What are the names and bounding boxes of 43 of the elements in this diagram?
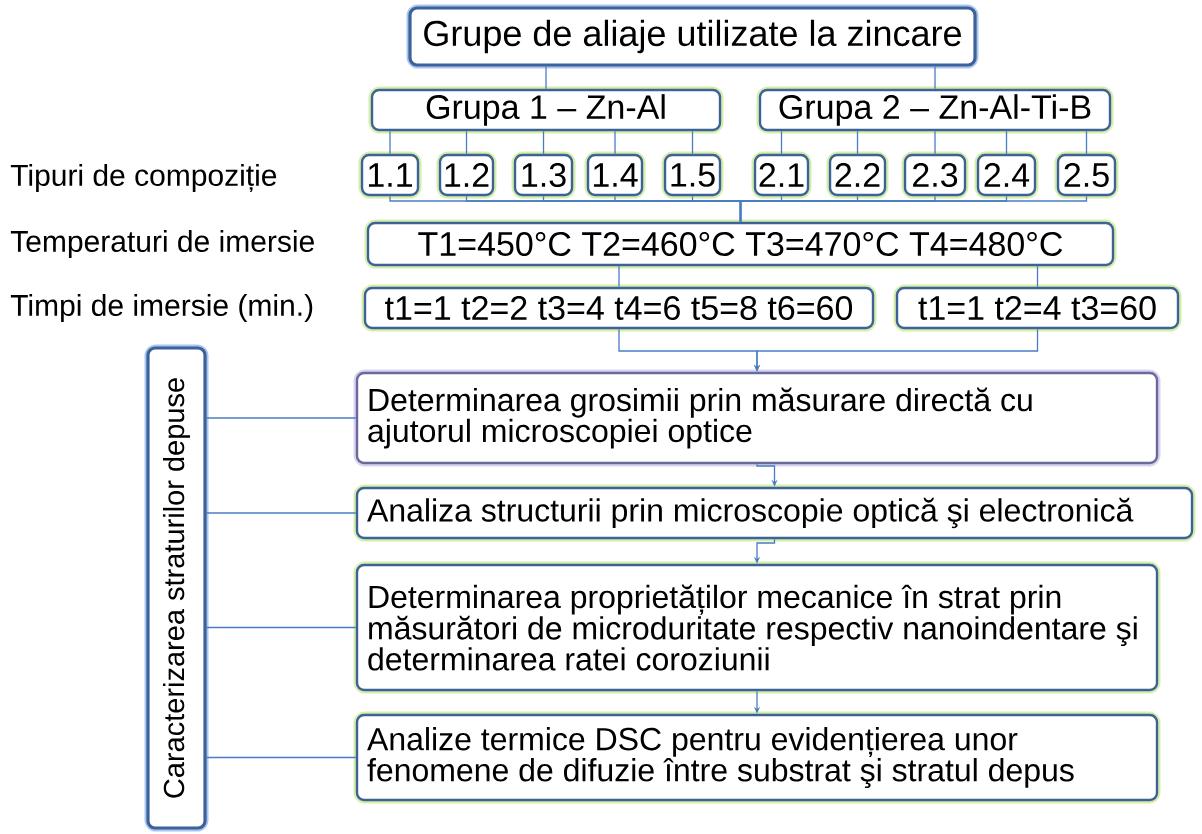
connector — [205, 756, 357, 759]
connector — [614, 130, 616, 155]
category-box: 1.5 — [661, 151, 724, 199]
connector — [1036, 265, 1039, 288]
category-box: T1=450°C T2=460°C T3=470°C T4=480°C — [364, 219, 1117, 269]
category-box: 2.2 — [826, 151, 889, 199]
connector — [1005, 130, 1008, 155]
connector — [205, 626, 357, 629]
category-box: 1.2 — [436, 151, 497, 199]
step-box: Analize termice DSC pentru evidențierea unor fenomene de difuzie între substrat şi stratul depus — [353, 711, 1161, 804]
vertical-label-box: Caracterizarea straturilor depuse — [144, 344, 209, 832]
connector — [780, 130, 783, 155]
step-box: Analiza structurii prin microscopie optică şi electronică — [353, 484, 1196, 542]
category-box: t1=1 t2=4 t3=60 — [893, 284, 1182, 332]
row-label: Tipuri de compoziție — [10, 163, 277, 193]
connector — [542, 130, 545, 155]
connector — [1085, 130, 1088, 155]
row-label: Timpi de imersie (min.) — [10, 294, 313, 322]
connector — [691, 130, 694, 155]
connector — [545, 65, 547, 90]
category-box: 2.4 — [974, 151, 1039, 199]
category-box: 1.3 — [511, 151, 576, 199]
category-box: 1.4 — [584, 151, 646, 199]
category-box: 1.1 — [358, 151, 422, 199]
connector — [205, 512, 357, 514]
category-box: 2.3 — [901, 151, 969, 199]
step-box: Determinarea grosimii prin măsurare directă cu ajutorul microscopiei optice — [353, 369, 1161, 467]
connector — [934, 130, 936, 155]
row-label: Temperaturi de imersie — [10, 230, 314, 258]
category-box: 2.1 — [751, 151, 812, 199]
connector — [856, 130, 859, 155]
connector — [739, 195, 1088, 223]
connector — [934, 65, 936, 90]
category-box: 2.5 — [1054, 151, 1119, 199]
category-box: Grupa 1 – Zn-Al — [368, 86, 724, 134]
connector — [389, 130, 391, 155]
group-heading-box: Grupe de aliaje utilizate la zincare — [406, 4, 979, 69]
connector — [465, 130, 468, 155]
category-box: t1=1 t2=2 t3=4 t4=6 t5=8 t6=60 — [361, 284, 877, 332]
connector — [618, 265, 620, 288]
connector — [205, 417, 357, 419]
step-box: Determinarea proprietăților mecanice în strat prin măsurători de microduritate respectiv nanoindentare şi determinarea ratei coroziunii — [353, 561, 1161, 694]
category-box: Grupa 2 – Zn-Al-Ti-B — [756, 86, 1114, 134]
